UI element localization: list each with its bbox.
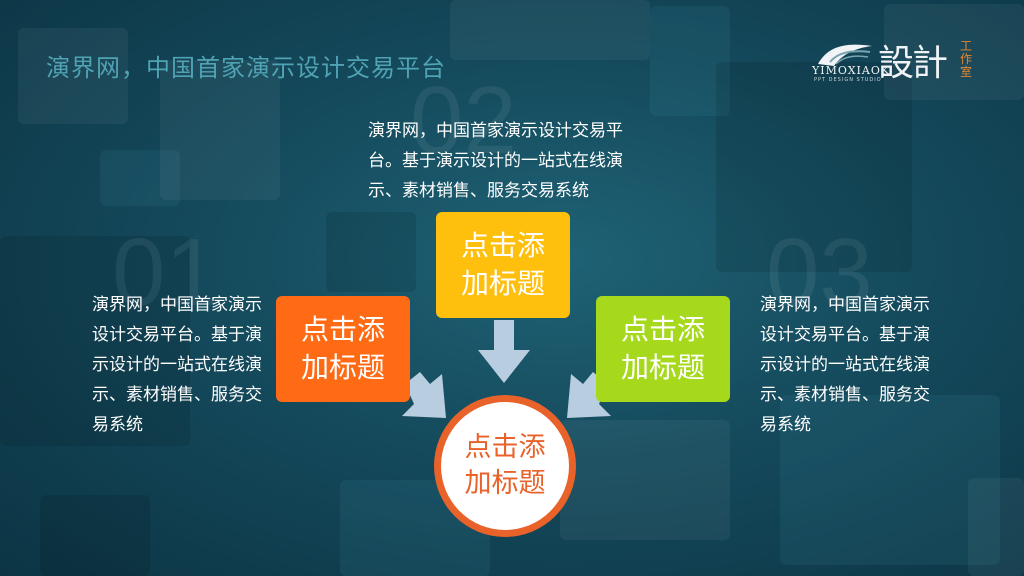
description-left: 演界网，中国首家演示设计交易平台。基于演示设计的一站式在线演示、素材销售、服务交…: [92, 295, 262, 435]
bg-tile: [100, 150, 180, 206]
arrow-left-diagonal: [402, 372, 446, 418]
node-box-left-label: 点击添加标题: [300, 313, 385, 384]
center-circle-inner: 点击添加标题: [441, 402, 569, 530]
step-number-02: 02: [410, 67, 517, 174]
bg-tile: [160, 60, 280, 200]
page-title: 演界网，中国首家演示设计交易平台: [46, 54, 446, 82]
description-right: 演界网，中国首家演示设计交易平台。基于演示设计的一站式在线演示、素材销售、服务交…: [760, 295, 930, 435]
bg-tile: [560, 420, 730, 540]
center-circle-label: 点击添加标题: [464, 432, 546, 499]
center-circle[interactable]: 点击添加标题: [434, 395, 576, 537]
bg-tile: [450, 0, 650, 60]
node-box-top-label: 点击添加标题: [460, 229, 545, 300]
step-number-03: 03: [766, 219, 873, 326]
bg-tile: [716, 62, 912, 272]
logo-english-subtext: PPT DESIGN STUDIO: [814, 77, 882, 83]
description-top: 演界网，中国首家演示设计交易平台。基于演示设计的一站式在线演示、素材销售、服务交…: [368, 121, 623, 201]
wave-logo-icon: [818, 44, 872, 66]
bg-tile: [650, 6, 730, 116]
brand-logo: [812, 36, 982, 88]
bg-tile: [884, 4, 1024, 100]
bg-tile: [0, 236, 190, 446]
node-box-right-label: 点击添加标题: [620, 313, 705, 384]
node-box-left[interactable]: 点击添加标题: [276, 296, 410, 402]
bg-tile: [326, 212, 416, 292]
bg-tile: [18, 28, 128, 124]
bg-tile: [968, 478, 1024, 576]
arrow-top-down: [478, 320, 530, 383]
logo-chinese-text: 設計: [878, 43, 948, 84]
step-number-01: 01: [112, 219, 219, 326]
logo-english-text: YIMOXIAOK: [812, 64, 891, 77]
node-box-top[interactable]: 点击添加标题: [436, 212, 570, 318]
logo-vertical-text: 工作室: [960, 39, 973, 79]
bg-tile: [780, 395, 1000, 565]
bg-tile: [40, 495, 150, 576]
node-box-right[interactable]: 点击添加标题: [596, 296, 730, 402]
